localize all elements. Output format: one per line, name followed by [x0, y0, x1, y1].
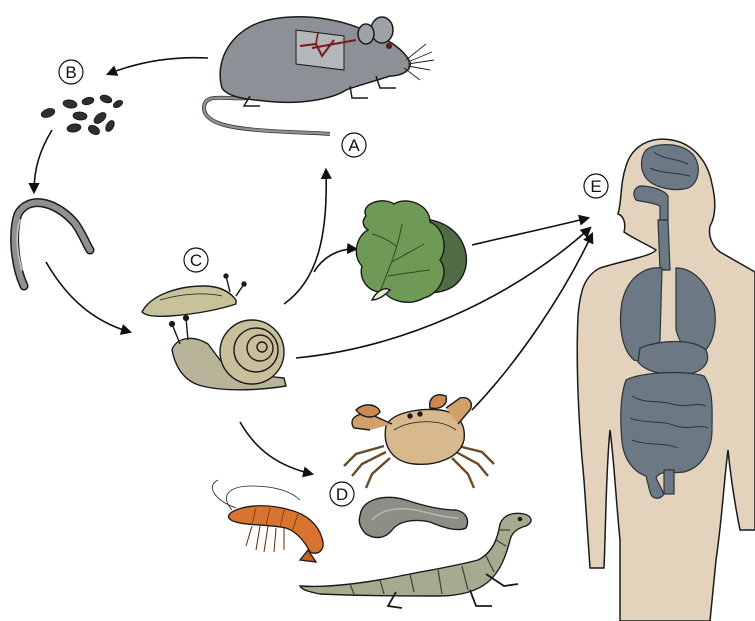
label-b: B: [59, 60, 83, 84]
label-b-text: B: [65, 63, 76, 82]
human-body-icon: [577, 139, 755, 621]
rat-icon: [204, 17, 434, 134]
lettuce-icon: [356, 201, 466, 302]
label-a: A: [342, 133, 366, 157]
feces-pellets-icon: [40, 94, 124, 137]
slug-icon: [142, 274, 246, 316]
monitor-lizard-icon: [300, 513, 531, 608]
label-d: D: [330, 482, 354, 506]
arrow-rat-to-feces: [108, 58, 208, 74]
arrow-lettuce-to-human: [472, 218, 588, 245]
label-c-text: C: [190, 251, 202, 270]
label-c: C: [184, 248, 208, 272]
arrow-crab-to-human: [472, 234, 592, 410]
arrow-snail-to-lettuce: [314, 249, 356, 272]
arrow-feces-to-larva: [34, 130, 52, 192]
arrow-snail-to-rat: [284, 170, 326, 304]
shrimp-icon: [212, 480, 323, 562]
crab-icon: [344, 395, 494, 488]
arrow-snail-to-crab: [240, 422, 312, 474]
arrow-larva-to-snail: [46, 262, 130, 332]
flatworm-icon: [359, 497, 467, 537]
label-d-text: D: [336, 485, 348, 504]
label-a-text: A: [348, 136, 360, 155]
label-e: E: [584, 174, 608, 198]
cycle-arrows: [34, 58, 592, 474]
label-e-text: E: [590, 177, 601, 196]
snail-icon: [170, 316, 286, 390]
